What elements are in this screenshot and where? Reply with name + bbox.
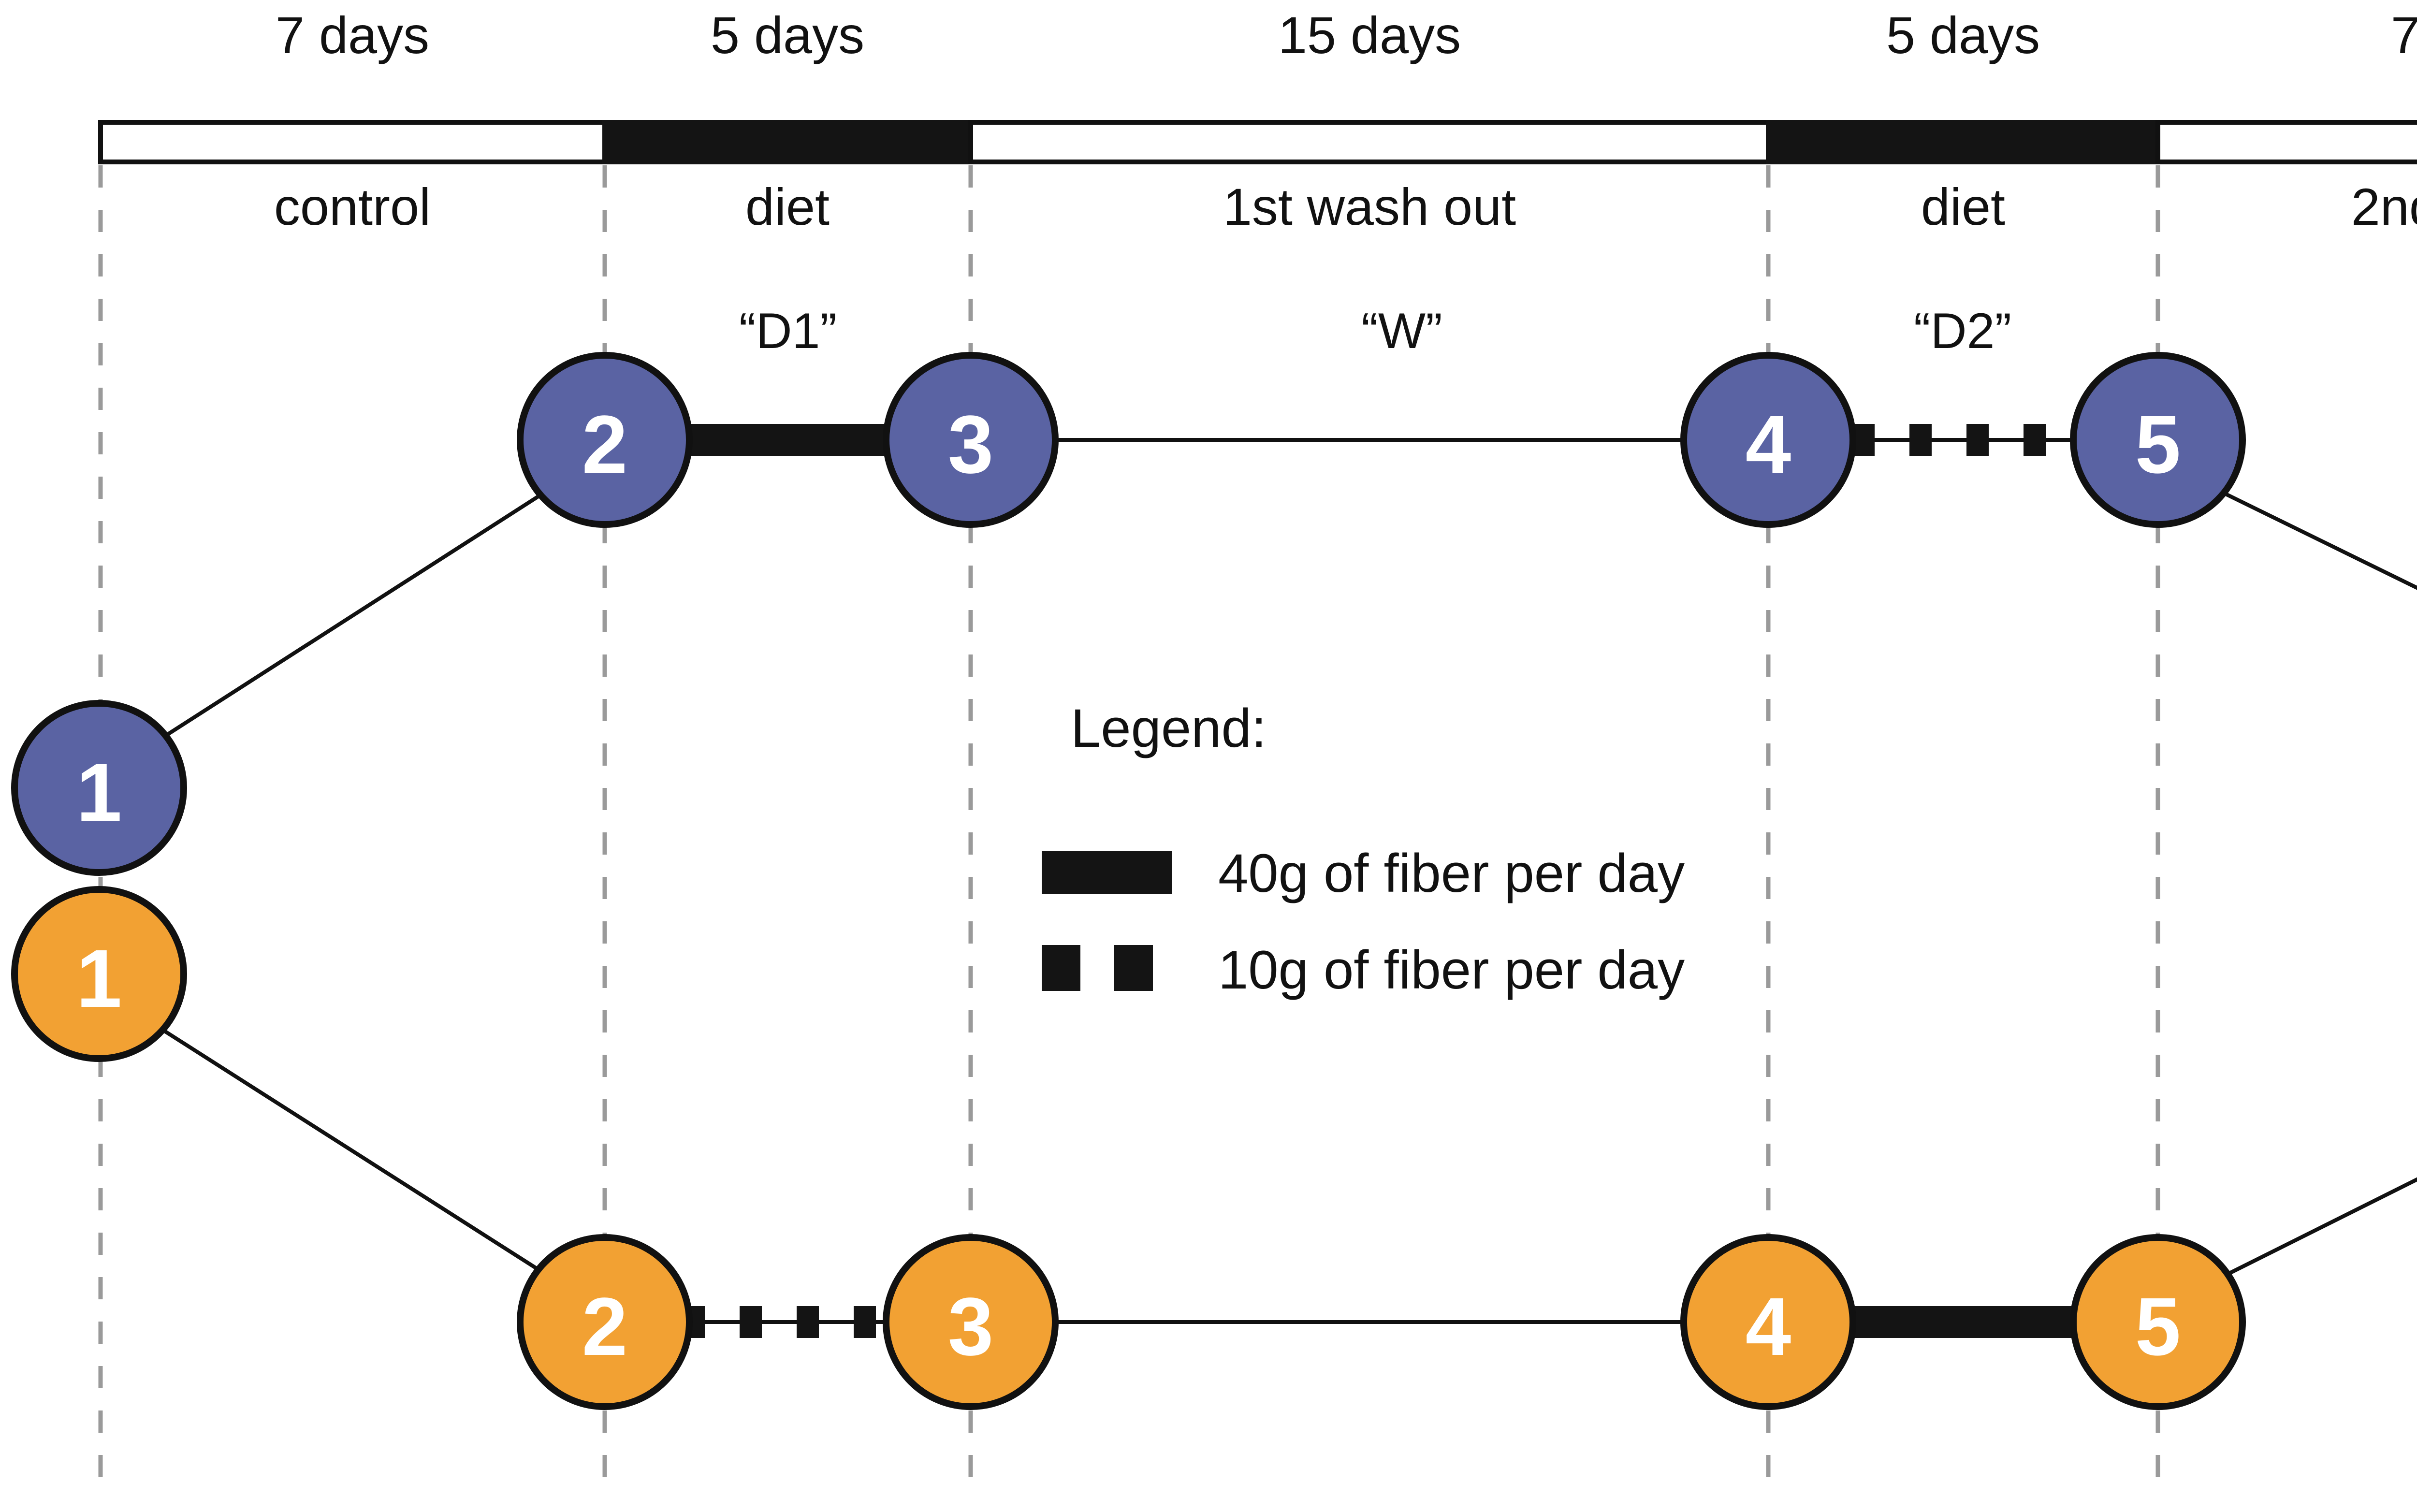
period-code-d2: “D2” bbox=[1914, 303, 2011, 359]
duration-label-control: 7 days bbox=[276, 6, 429, 64]
edge-blue-1-2 bbox=[158, 486, 553, 741]
node-blue-1[interactable]: 1 bbox=[11, 700, 187, 876]
duration-label-diet1: 5 days bbox=[711, 6, 864, 64]
period-code-labels: “D1” “W” “D2” bbox=[739, 303, 2011, 359]
legend-title: Legend: bbox=[1071, 698, 1267, 758]
legend-item-low-fiber: 10g of fiber per day bbox=[1042, 940, 1685, 1000]
node-number: 4 bbox=[1746, 1281, 1791, 1373]
phase-label-washout2: 2nd wash out bbox=[2351, 177, 2417, 236]
arm-orange-edges bbox=[153, 1023, 2417, 1338]
timeline-segment-washout1 bbox=[968, 120, 1771, 164]
node-number: 5 bbox=[2135, 1281, 2181, 1373]
node-orange-4[interactable]: 4 bbox=[1680, 1234, 1856, 1410]
timeline-segment-diet2 bbox=[1766, 120, 2160, 164]
node-blue-3[interactable]: 3 bbox=[883, 352, 1059, 528]
duration-label-diet2: 5 days bbox=[1886, 6, 2040, 64]
node-orange-5[interactable]: 5 bbox=[2070, 1234, 2246, 1410]
guide-lines bbox=[98, 121, 2160, 1489]
legend-label-high-fiber: 40g of fiber per day bbox=[1218, 843, 1685, 903]
timeline-segment-diet1 bbox=[602, 120, 973, 164]
node-orange-1[interactable]: 1 bbox=[11, 886, 187, 1062]
node-number: 4 bbox=[1746, 399, 1791, 491]
node-shape bbox=[11, 700, 187, 876]
phase-label-diet2: diet bbox=[1921, 177, 2005, 236]
legend: Legend: 40g of fiber per day 10g of fibe… bbox=[1042, 698, 1685, 1000]
duration-label-washout2: 7 days bbox=[2391, 6, 2417, 64]
node-number: 1 bbox=[76, 747, 122, 839]
node-shape bbox=[517, 352, 693, 528]
node-blue-2[interactable]: 2 bbox=[517, 352, 693, 528]
node-shape bbox=[1680, 352, 1856, 528]
node-orange-3[interactable]: 3 bbox=[883, 1234, 1059, 1410]
phase-labels: control diet 1st wash out diet 2nd wash … bbox=[274, 177, 2417, 236]
node-number: 5 bbox=[2135, 399, 2181, 491]
node-shape bbox=[883, 1234, 1059, 1410]
timeline-segment-washout2 bbox=[2155, 120, 2417, 164]
legend-item-high-fiber: 40g of fiber per day bbox=[1042, 843, 1685, 903]
node-shape bbox=[2070, 1234, 2246, 1410]
edge-orange-1-2 bbox=[153, 1023, 550, 1278]
duration-label-washout1: 15 days bbox=[1278, 6, 1461, 64]
node-number: 3 bbox=[948, 399, 994, 491]
phase-label-washout1: 1st wash out bbox=[1223, 177, 1516, 236]
duration-labels: 7 days 5 days 15 days 5 days 7 days bbox=[276, 6, 2417, 64]
node-number: 3 bbox=[948, 1281, 994, 1373]
legend-label-low-fiber: 10g of fiber per day bbox=[1218, 940, 1685, 1000]
node-blue-4[interactable]: 4 bbox=[1680, 352, 1856, 528]
period-code-w: “W” bbox=[1361, 303, 1442, 359]
node-number: 2 bbox=[582, 399, 628, 491]
edge-blue-5-6 bbox=[2218, 489, 2417, 590]
legend-swatch-dot-right bbox=[1114, 945, 1153, 991]
node-shape bbox=[517, 1234, 693, 1410]
arm-orange-nodes: 1 2 3 4 5 6 bbox=[11, 886, 2246, 1410]
legend-swatch-dot-left bbox=[1042, 945, 1080, 991]
node-number: 1 bbox=[76, 933, 122, 1025]
period-code-d1: “D1” bbox=[739, 303, 837, 359]
node-number: 2 bbox=[582, 1281, 628, 1373]
timeline-segment-control bbox=[98, 120, 607, 164]
node-shape bbox=[2070, 352, 2246, 528]
node-orange-2[interactable]: 2 bbox=[517, 1234, 693, 1410]
phase-label-diet1: diet bbox=[745, 177, 830, 236]
node-shape bbox=[883, 352, 1059, 528]
timeline-bar bbox=[98, 120, 2417, 164]
arm-blue-edges bbox=[158, 424, 2417, 741]
node-shape bbox=[1680, 1234, 1856, 1410]
legend-swatch-solid-bar bbox=[1042, 851, 1172, 894]
node-blue-5[interactable]: 5 bbox=[2070, 352, 2246, 528]
phase-label-control: control bbox=[274, 177, 431, 236]
edge-orange-5-6 bbox=[2223, 1177, 2417, 1278]
node-shape bbox=[11, 886, 187, 1062]
arm-blue-nodes: 1 2 3 4 5 6 bbox=[11, 352, 2246, 876]
